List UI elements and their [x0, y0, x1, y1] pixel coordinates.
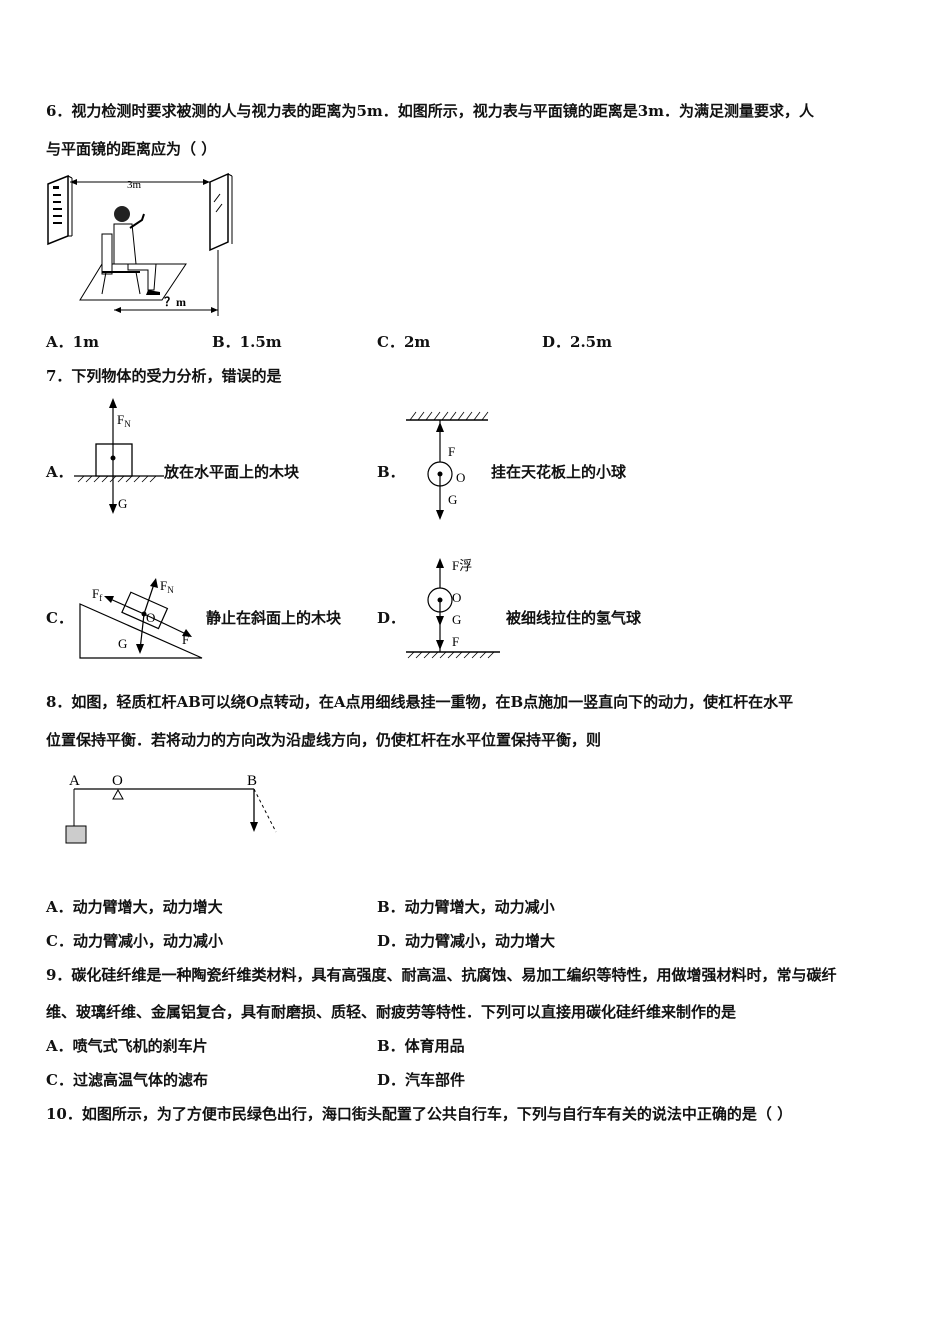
q7-c-ff-label: Ff	[92, 586, 102, 603]
q9-stem-line2: 维、玻璃纤维、金属铝复合，具有耐磨损、质轻、耐疲劳等特性．下列可以直接用碳化硅纤…	[46, 1003, 737, 1021]
q7-figure-c-incline-block: Ff FN O G F	[79, 578, 203, 659]
q8-label-a: A	[69, 773, 80, 789]
q9-option-c: C．过滤高温气体的滤布	[46, 1071, 208, 1089]
q6-option-b: B．1.5m	[212, 333, 282, 351]
q9-stem-line1: 9．碳化硅纤维是一种陶瓷纤维类材料，具有高强度、耐高温、抗腐蚀、易加工编织等特性…	[46, 966, 837, 984]
q9-option-b: B．体育用品	[377, 1037, 465, 1055]
q7-figure-a-block: FN G	[74, 398, 164, 514]
q7-d-f-label: F	[452, 634, 459, 649]
q6-option-c: C．2m	[377, 333, 431, 351]
q7-option-c-letter: C．	[46, 609, 73, 627]
q7-d-o-label: O	[452, 590, 461, 605]
q8-stem-line1: 8．如图，轻质杠杆AB可以绕O点转动，在A点用细线悬挂一重物，在B点施加一竖直向…	[46, 693, 794, 711]
q10-stem-line1: 10．如图所示，为了方便市民绿色出行，海口街头配置了公共自行车，下列与自行车有关…	[46, 1105, 793, 1123]
q8-option-d: D．动力臂减小，动力增大	[377, 932, 556, 950]
q7-option-b-letter: B．	[377, 463, 405, 481]
q6-stem-line2: 与平面镜的距离应为（ ）	[46, 140, 217, 158]
q7-figure-d-balloon: F浮 O G F	[406, 558, 500, 659]
q7-option-d-letter: D．	[377, 609, 406, 627]
q6-stem-line1: 6．视力检测时要求被测的人与视力表的距离为5m．如图所示，视力表与平面镜的距离是…	[46, 102, 815, 120]
q7-c-g-label: G	[118, 636, 127, 651]
q7-c-o-label: O	[146, 610, 155, 625]
q6-eye-test-figure: 3m ？m	[47, 172, 233, 316]
q7-b-g-label: G	[448, 492, 457, 507]
q8-option-b: B．动力臂增大，动力减小	[377, 898, 555, 916]
q6-option-a: A．1m	[46, 333, 99, 351]
q7-b-f-label: F	[448, 444, 455, 459]
q7-d-g-label: G	[452, 612, 461, 627]
q8-option-a: A．动力臂增大，动力增大	[46, 898, 223, 916]
q7-a-g-label: G	[118, 496, 127, 511]
q7-stem: 7．下列物体的受力分析，错误的是	[46, 367, 282, 385]
q7-figure-b-hanging-ball: F O G	[406, 411, 489, 520]
q6-option-d: D．2.5m	[542, 333, 612, 351]
q7-option-c-text: 静止在斜面上的木块	[206, 609, 342, 627]
q6-label-question-m: ？m	[164, 295, 186, 309]
q7-c-f-label: F	[182, 632, 189, 647]
q8-stem-line2: 位置保持平衡．若将动力的方向改为沿虚线方向，仍使杠杆在水平位置保持平衡，则	[46, 731, 602, 749]
q7-c-fn-label: FN	[160, 578, 174, 595]
q8-option-c: C．动力臂减小，动力减小	[46, 932, 223, 950]
q7-option-a-letter: A．	[46, 463, 73, 481]
q8-lever-figure: A O B	[65, 773, 277, 844]
q7-a-fn-label: FN	[117, 412, 131, 429]
q9-option-d: D．汽车部件	[377, 1071, 466, 1089]
q8-label-o: O	[112, 773, 123, 789]
q9-option-a: A．喷气式飞机的刹车片	[46, 1037, 208, 1055]
q8-label-b: B	[247, 773, 257, 789]
q7-option-a-text: 放在水平面上的木块	[164, 463, 300, 481]
q6-label-3m: 3m	[127, 179, 142, 191]
q7-d-ffu-label: F浮	[452, 558, 472, 573]
q7-b-o-label: O	[456, 470, 465, 485]
q7-option-b-text: 挂在天花板上的小球	[491, 463, 627, 481]
q7-option-d-text: 被细线拉住的氢气球	[506, 609, 642, 627]
